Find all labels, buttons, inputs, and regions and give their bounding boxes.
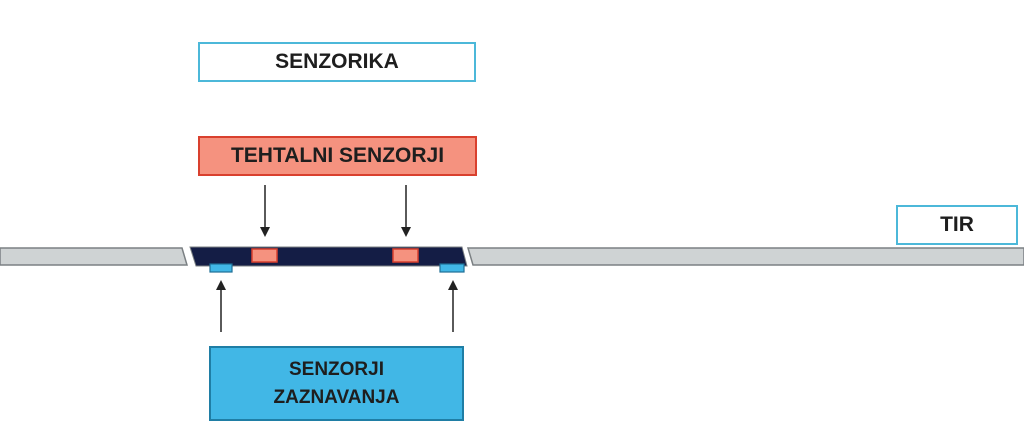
weighing-platform [189,246,468,267]
senzorika-label: SENZORIKA [275,50,399,73]
track-label: TIR [940,213,974,236]
weighing-sensor-left [251,248,278,263]
track-label-box: TIR [896,205,1018,245]
detection-sensor-right [439,263,465,273]
detection-sensors-label-line1: SENZORJI [288,358,385,380]
senzorika-label-box: SENZORIKA [198,42,476,82]
weighing-sensors-label: TEHTALNI SENZORJI [230,144,445,167]
detection-sensors-label-line2: ZAZNAVANJA [273,386,400,408]
rail-right-segment [466,247,1024,266]
weighing-sensors-label-box: TEHTALNI SENZORJI [198,136,477,176]
weighing-sensor-right [392,248,419,263]
detection-sensor-left [209,263,233,273]
rail-left-segment [0,247,189,266]
detection-sensors-label-box: SENZORJI ZAZNAVANJA [209,346,464,421]
